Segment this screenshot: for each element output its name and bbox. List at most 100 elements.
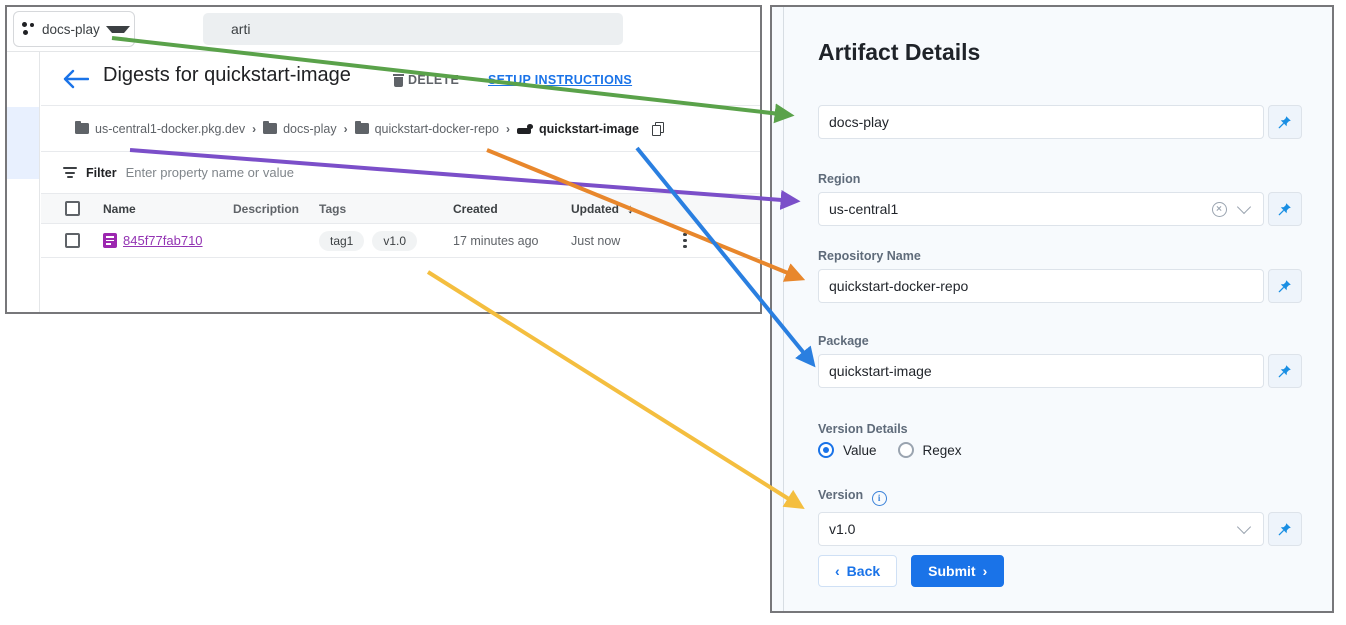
pin-icon [1278,203,1291,216]
delete-button[interactable]: DELETE [393,73,459,87]
setup-instructions-link[interactable]: SETUP INSTRUCTIONS [488,73,633,87]
pin-version-button[interactable] [1268,511,1302,546]
column-header-tags[interactable]: Tags [319,201,347,216]
column-header-updated-label: Updated [571,201,619,216]
page-header: Digests for quickstart-image DELETE SETU… [41,52,760,106]
cell-row-menu [683,224,687,257]
version-details-label: Version Details [818,422,908,436]
breadcrumb-item-registry[interactable]: us-central1-docker.pkg.dev [75,120,246,136]
gcp-console-window: docs-play arti Digests for quickstart-im… [5,5,762,314]
chevron-down-icon[interactable] [1236,519,1252,534]
copy-icon[interactable] [651,121,665,136]
cell-tags: tag1 v1.0 [319,224,425,257]
submit-button[interactable]: Submit › [911,555,1005,587]
search-input[interactable]: arti [203,13,623,45]
radio-value[interactable] [818,442,834,458]
breadcrumb-separator: › [252,121,257,136]
repository-input[interactable]: quickstart-docker-repo [818,269,1264,303]
row-checkbox[interactable] [65,233,80,248]
digest-icon [103,233,117,248]
breadcrumb-label: docs-play [283,121,337,136]
pin-icon [1278,116,1291,129]
version-label-row: Version i [818,488,1302,506]
pin-project-button[interactable] [1268,105,1302,139]
version-label: Version [818,488,864,502]
filter-input[interactable]: Enter property name or value [125,165,294,180]
repository-input-value: quickstart-docker-repo [829,278,969,294]
delete-button-label: DELETE [408,73,460,87]
back-arrow-icon[interactable] [63,68,89,90]
back-button-label: Back [846,563,881,579]
filter-bar: Filter Enter property name or value [41,152,760,194]
pin-icon [1278,522,1291,535]
pin-region-button[interactable] [1268,192,1302,226]
breadcrumb-item-image[interactable]: quickstart-image [516,121,639,136]
artifact-details-panel: Artifact Details docs-play Region [770,5,1334,613]
console-left-rail [7,52,40,312]
field-region: Region us-central1 [818,172,1302,226]
folder-icon [263,120,278,134]
region-input-value: us-central1 [829,201,899,217]
clear-icon[interactable] [1212,201,1227,217]
console-top-bar: docs-play arti [7,7,760,52]
breadcrumb-label: quickstart-docker-repo [374,121,499,136]
folder-icon [75,120,89,134]
breadcrumb-item-project[interactable]: docs-play [263,120,337,136]
filter-label: Filter [86,165,117,180]
field-repository: Repository Name quickstart-docker-repo [818,249,1302,303]
panel-title: Artifact Details [818,39,981,65]
pin-icon [1278,280,1291,293]
column-header-created[interactable]: Created [453,201,498,216]
cell-updated: Just now [571,233,621,248]
package-input[interactable]: quickstart-image [818,354,1264,388]
submit-button-label: Submit [928,563,976,579]
column-header-updated[interactable]: Updated ↓ [571,194,634,223]
repository-label: Repository Name [818,249,921,263]
details-panel-inner: Artifact Details docs-play Region [783,7,1332,611]
region-input[interactable]: us-central1 [818,192,1264,226]
digest-link[interactable]: 845f77fab710 [123,233,203,248]
radio-value-label: Value [843,442,877,458]
panel-button-row: ‹ Back Submit › [818,555,1005,587]
pin-icon [1278,365,1291,378]
pin-package-button[interactable] [1268,354,1302,388]
column-header-description[interactable]: Description [233,201,300,216]
chevron-down-icon [105,25,130,33]
field-package: Package quickstart-image [818,334,1302,388]
rail-selected-item[interactable] [7,107,39,179]
back-chevron-icon: ‹ [835,563,840,579]
tag-chip[interactable]: tag1 [319,230,365,251]
cell-created: 17 minutes ago [453,233,539,248]
breadcrumb-label: quickstart-image [538,121,639,136]
radio-regex-label: Regex [922,442,962,458]
breadcrumb: us-central1-docker.pkg.dev › docs-play ›… [41,106,760,152]
breadcrumb-label: us-central1-docker.pkg.dev [95,121,246,136]
version-input[interactable]: v1.0 [818,511,1264,546]
project-input[interactable]: docs-play [818,105,1264,139]
pin-repository-button[interactable] [1268,269,1302,303]
field-project: docs-play [818,105,1302,139]
select-all-checkbox[interactable] [65,201,80,216]
table-header-row: Name Description Tags Created Updated ↓ [41,194,760,224]
chevron-down-icon[interactable] [1236,199,1252,215]
project-selector[interactable]: docs-play [13,11,135,47]
back-button[interactable]: ‹ Back [818,555,898,587]
tag-chip[interactable]: v1.0 [372,230,418,251]
kebab-menu-icon[interactable] [683,232,687,250]
submit-chevron-icon: › [982,563,988,579]
filter-icon[interactable] [63,167,77,178]
radio-regex[interactable] [897,442,914,458]
project-selector-label: docs-play [42,21,100,37]
table-row[interactable]: 845f77fab710 tag1 v1.0 17 minutes ago Ju… [41,224,760,258]
region-label: Region [818,172,861,186]
sort-descending-icon: ↓ [627,201,634,216]
cell-name: 845f77fab710 [103,224,203,257]
package-input-value: quickstart-image [829,363,932,379]
column-header-name[interactable]: Name [103,201,136,216]
trash-icon [393,73,404,87]
console-content: Digests for quickstart-image DELETE SETU… [41,52,760,312]
breadcrumb-item-repo[interactable]: quickstart-docker-repo [354,120,499,136]
info-icon[interactable]: i [871,490,887,506]
field-version-details: Version Details Value Regex [818,422,1302,458]
folder-icon [354,120,369,134]
